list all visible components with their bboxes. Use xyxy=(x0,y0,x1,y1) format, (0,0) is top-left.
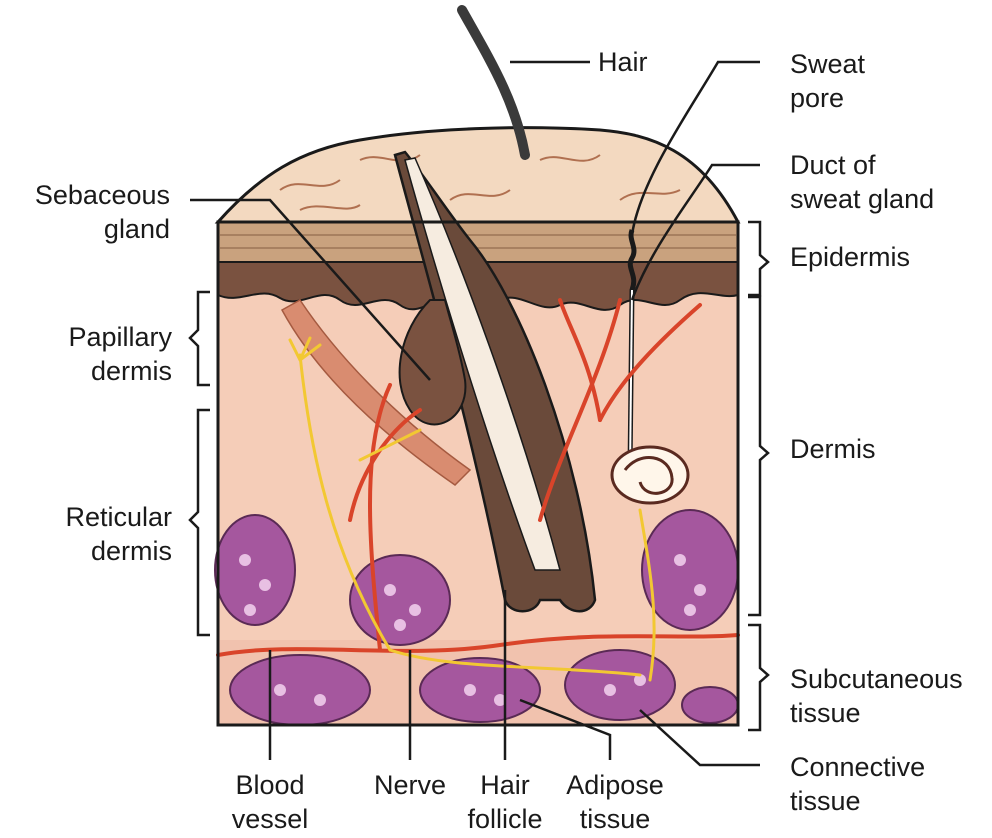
label-reticular-dermis: Reticular dermis xyxy=(0,500,172,568)
bracket-dermis xyxy=(748,297,768,615)
label-sebaceous-line1: Sebaceous xyxy=(0,178,170,212)
label-hair-follicle-line2: follicle xyxy=(455,802,555,836)
label-papillary-line2: dermis xyxy=(0,354,172,388)
label-hair-text: Hair xyxy=(598,45,648,79)
label-papillary-dermis: Papillary dermis xyxy=(0,320,172,388)
label-dermis: Dermis xyxy=(790,432,876,466)
skin-surface xyxy=(218,128,738,222)
label-epidermis-text: Epidermis xyxy=(790,240,910,274)
label-reticular-line2: dermis xyxy=(0,534,172,568)
label-nerve: Nerve xyxy=(360,768,460,802)
bracket-epidermis xyxy=(748,222,768,295)
label-epidermis: Epidermis xyxy=(790,240,910,274)
label-connective-line1: Connective xyxy=(790,750,925,784)
label-duct-line1: Duct of xyxy=(790,148,934,182)
label-connective-tissue: Connective tissue xyxy=(790,750,925,818)
label-adipose-line2: tissue xyxy=(555,802,675,836)
label-blood-vessel-line1: Blood xyxy=(215,768,325,802)
label-subcutaneous-line1: Subcutaneous xyxy=(790,662,963,696)
label-hair-follicle-line1: Hair xyxy=(455,768,555,802)
label-sweat-pore: Sweat pore xyxy=(790,47,865,115)
label-hair-follicle: Hair follicle xyxy=(455,768,555,836)
label-adipose-tissue: Adipose tissue xyxy=(555,768,675,836)
label-blood-vessel: Blood vessel xyxy=(215,768,325,836)
label-blood-vessel-line2: vessel xyxy=(215,802,325,836)
label-adipose-line1: Adipose xyxy=(555,768,675,802)
label-subcutaneous-tissue: Subcutaneous tissue xyxy=(790,662,963,730)
label-nerve-text: Nerve xyxy=(360,768,460,802)
bracket-subcutaneous xyxy=(748,625,768,730)
label-duct-line2: sweat gland xyxy=(790,182,934,216)
sweat-gland-coil xyxy=(612,447,688,503)
label-dermis-text: Dermis xyxy=(790,432,876,466)
bracket-reticular xyxy=(190,410,210,635)
label-connective-line2: tissue xyxy=(790,784,925,818)
label-sweat-pore-line2: pore xyxy=(790,81,865,115)
label-duct-of-sweat-gland: Duct of sweat gland xyxy=(790,148,934,216)
label-hair: Hair xyxy=(598,45,648,79)
label-subcutaneous-line2: tissue xyxy=(790,696,963,730)
label-papillary-line1: Papillary xyxy=(0,320,172,354)
label-sweat-pore-line1: Sweat xyxy=(790,47,865,81)
bracket-papillary xyxy=(190,292,210,385)
label-reticular-line1: Reticular xyxy=(0,500,172,534)
label-sebaceous-line2: gland xyxy=(0,212,170,246)
label-sebaceous-gland: Sebaceous gland xyxy=(0,178,170,246)
